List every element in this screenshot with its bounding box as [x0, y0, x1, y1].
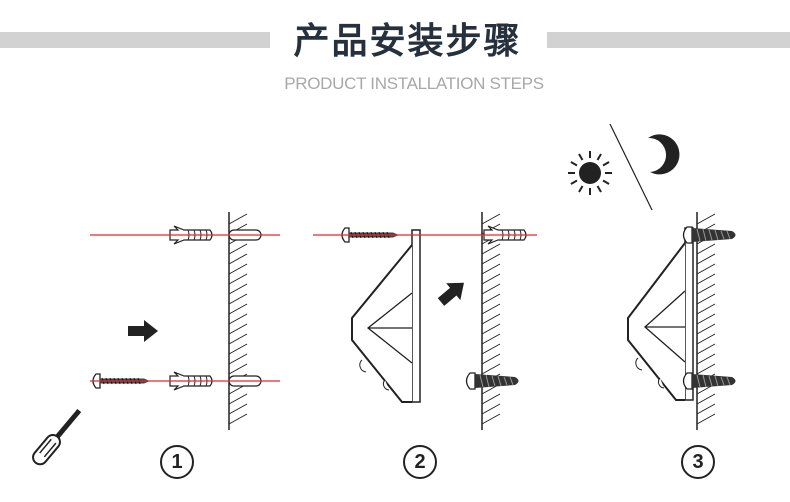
light-bracket: [627, 227, 694, 401]
wall: [228, 212, 248, 430]
step-number-1: 1: [160, 445, 194, 479]
moon-icon: [648, 134, 680, 175]
step-1-illustration: [32, 225, 280, 466]
screw: [682, 372, 737, 390]
step-number-2: 2: [403, 445, 437, 479]
page-subtitle: PRODUCT INSTALLATION STEPS: [284, 74, 544, 93]
step-2-illustration: [313, 225, 537, 403]
divider-line: [609, 123, 653, 211]
header-bar-left: [0, 32, 270, 48]
step-3-illustration: [568, 123, 737, 401]
sun-icon: [568, 151, 612, 195]
wall: [696, 212, 716, 430]
header-bar-right: [547, 32, 790, 48]
page-title: 产品安装步骤: [293, 21, 522, 62]
screw: [465, 372, 520, 390]
wall: [481, 212, 501, 430]
screwdriver-icon: [32, 408, 82, 466]
arrow-icon: [128, 320, 158, 342]
step-number-3: 3: [681, 445, 715, 479]
screw: [682, 226, 737, 244]
arrow-icon: [433, 274, 472, 311]
light-bracket: [351, 229, 421, 403]
